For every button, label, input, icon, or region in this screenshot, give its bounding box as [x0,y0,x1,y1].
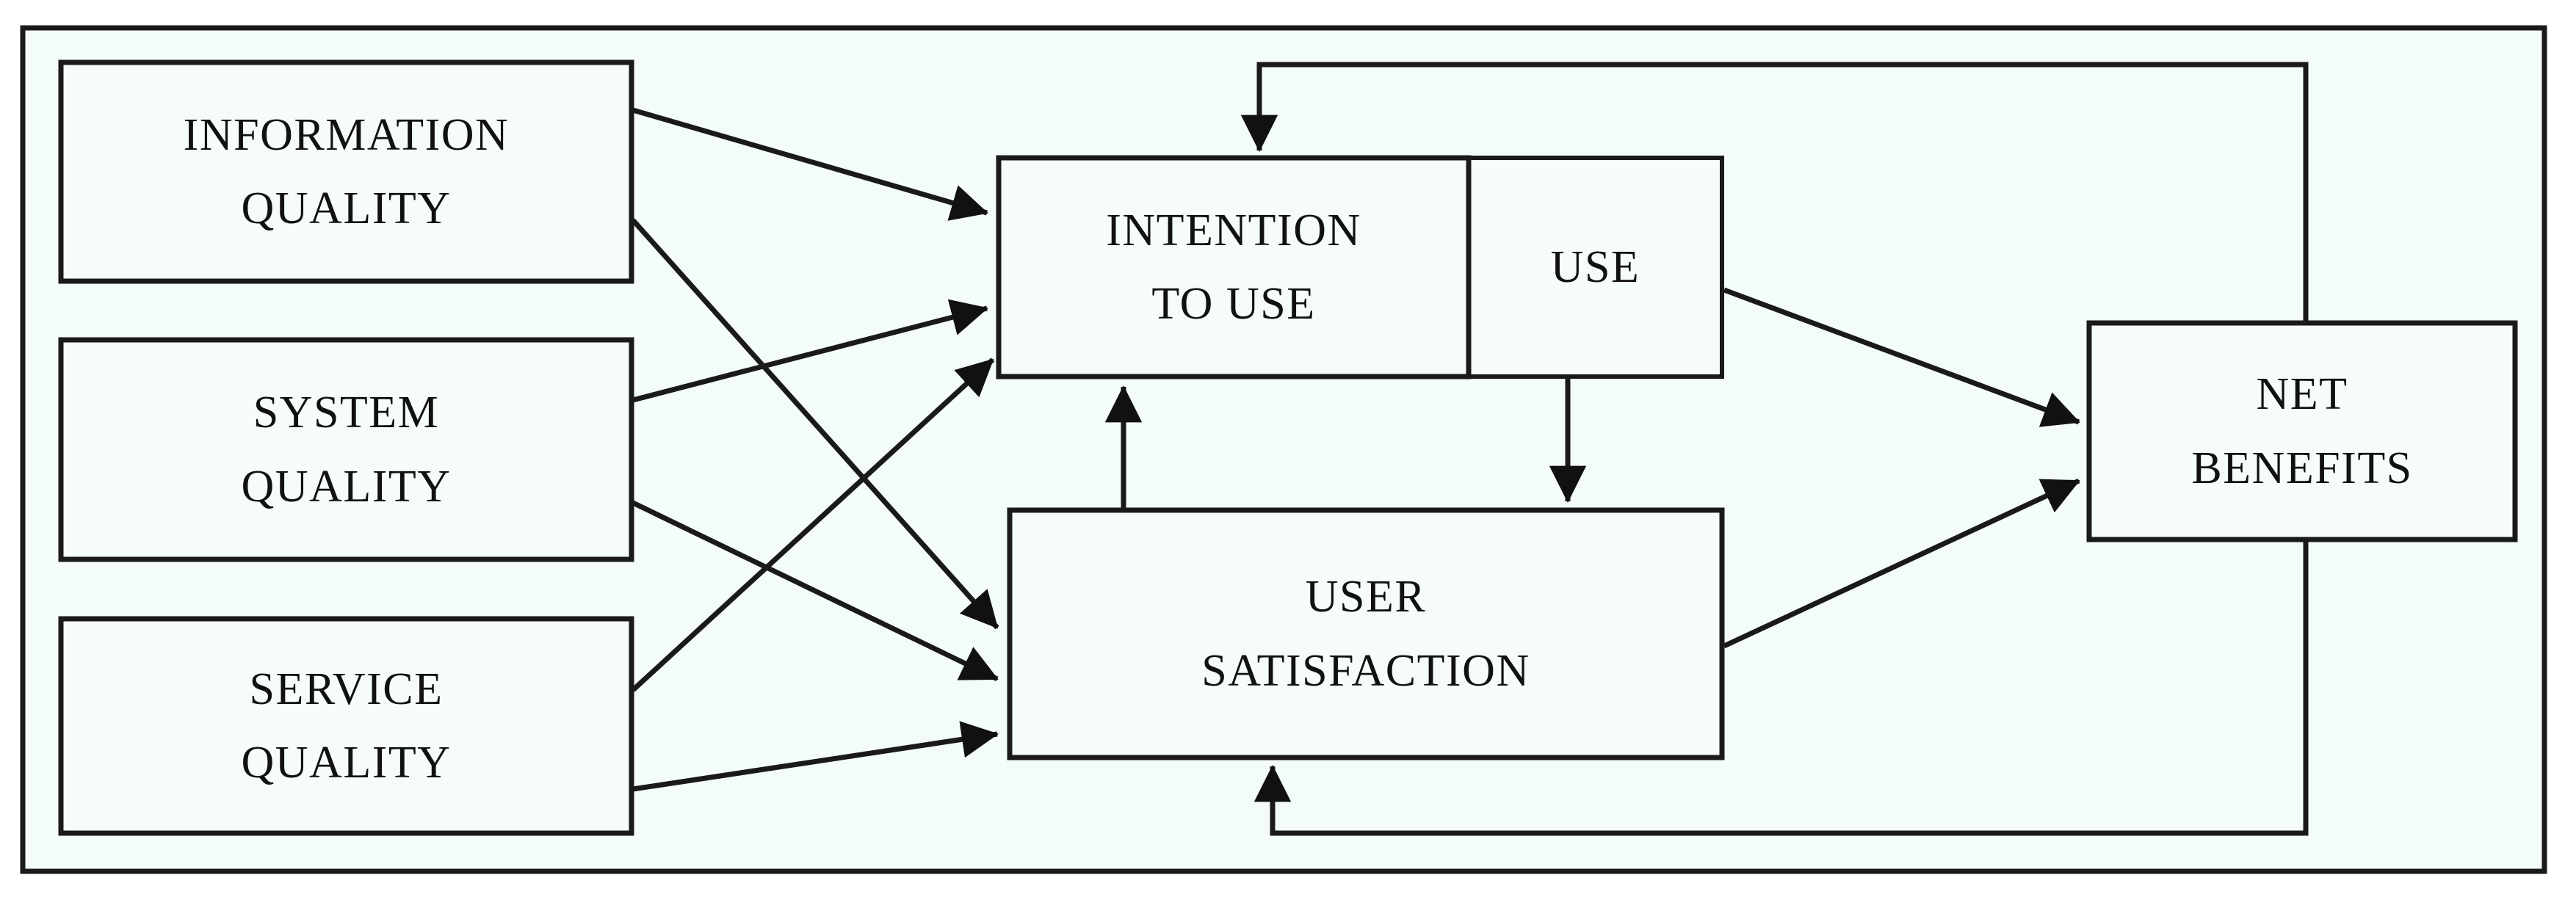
edge-use-to-netbenefits [1723,287,2080,427]
edge-satisfaction-to-netbenefits [1723,478,2080,649]
edge-infoquality-to-satisfaction [631,218,999,630]
node-information-quality [58,59,634,284]
node-user-satisfaction [1007,507,1725,760]
edge-systemquality-to-intention [632,299,988,403]
edge-servicequality-to-intention [631,357,995,692]
node-net-benefits-outline [2086,320,2518,542]
edge-infoquality-to-intention [632,107,988,221]
node-intention-to-use [996,155,1472,380]
node-service-quality [58,616,634,836]
edge-servicequality-to-satisfaction [632,721,999,792]
edge-netbenefits-feedback-to-intention [1240,62,2309,323]
node-system-quality [58,337,634,562]
edge-netbenefits-feedback-to-satisfaction [1253,540,2309,836]
node-user-satisfaction-outline [1007,507,1725,760]
edge-systemquality-to-satisfaction [632,500,999,682]
node-use-outline [1466,156,1724,379]
node-net-benefits [2086,320,2518,542]
node-use [1466,156,1724,379]
